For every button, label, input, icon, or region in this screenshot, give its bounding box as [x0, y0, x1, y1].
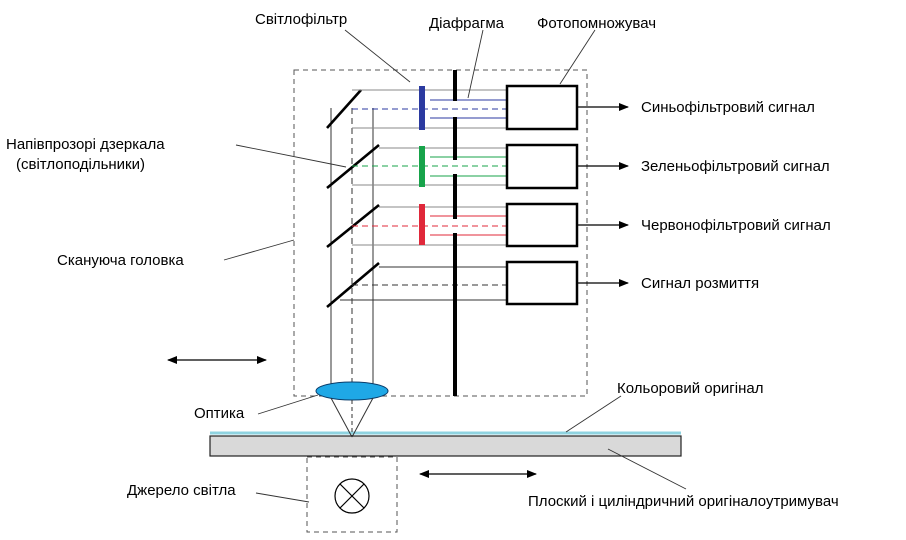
lens — [315, 381, 389, 401]
original-holder — [209, 435, 682, 457]
blue-beam — [352, 89, 507, 129]
color-original-label: Кольоровий оригінал — [617, 380, 763, 397]
signal-arrows — [577, 103, 629, 287]
scan-head-box — [293, 69, 588, 397]
photomultipliers — [505, 84, 579, 306]
pmt-green — [505, 143, 579, 190]
light-source-label: Джерело світла — [127, 482, 236, 499]
green-filter — [419, 146, 425, 187]
mirrors-label-1: Напівпрозорі дзеркала — [6, 136, 165, 153]
green-beam — [352, 147, 507, 186]
diaphragm-label: Діафрагма — [429, 15, 505, 32]
pmt-blue — [505, 84, 579, 131]
focus-cone — [330, 397, 374, 438]
blue-signal-label: Синьофільтровий сигнал — [641, 99, 815, 116]
green-signal-label: Зеленьофільтровий сигнал — [641, 158, 830, 175]
light-source-box — [306, 456, 398, 533]
red-beam — [352, 206, 507, 246]
red-signal-label: Червонофільтровий сигнал — [641, 217, 831, 234]
scan-head-label: Скануюча головка — [57, 252, 184, 269]
lamp-icon — [334, 478, 370, 514]
mirrors — [326, 89, 380, 308]
pmt-label: Фотопомножувач — [537, 15, 656, 32]
optics-label: Оптика — [194, 405, 245, 422]
blur-signal-label: Сигнал розмиття — [641, 275, 759, 292]
red-filter — [419, 204, 425, 245]
filter-label: Світлофільтр — [255, 11, 347, 28]
blur-beam — [340, 266, 507, 301]
pmt-blur — [505, 260, 579, 306]
blue-filter — [419, 86, 425, 130]
light-column — [330, 108, 374, 390]
pmt-red — [505, 202, 579, 248]
holder-label: Плоский і циліндричний оригіналоутримува… — [528, 493, 839, 510]
mirrors-label-2: (світлоподільники) — [16, 156, 145, 173]
leader-lines — [223, 29, 687, 503]
